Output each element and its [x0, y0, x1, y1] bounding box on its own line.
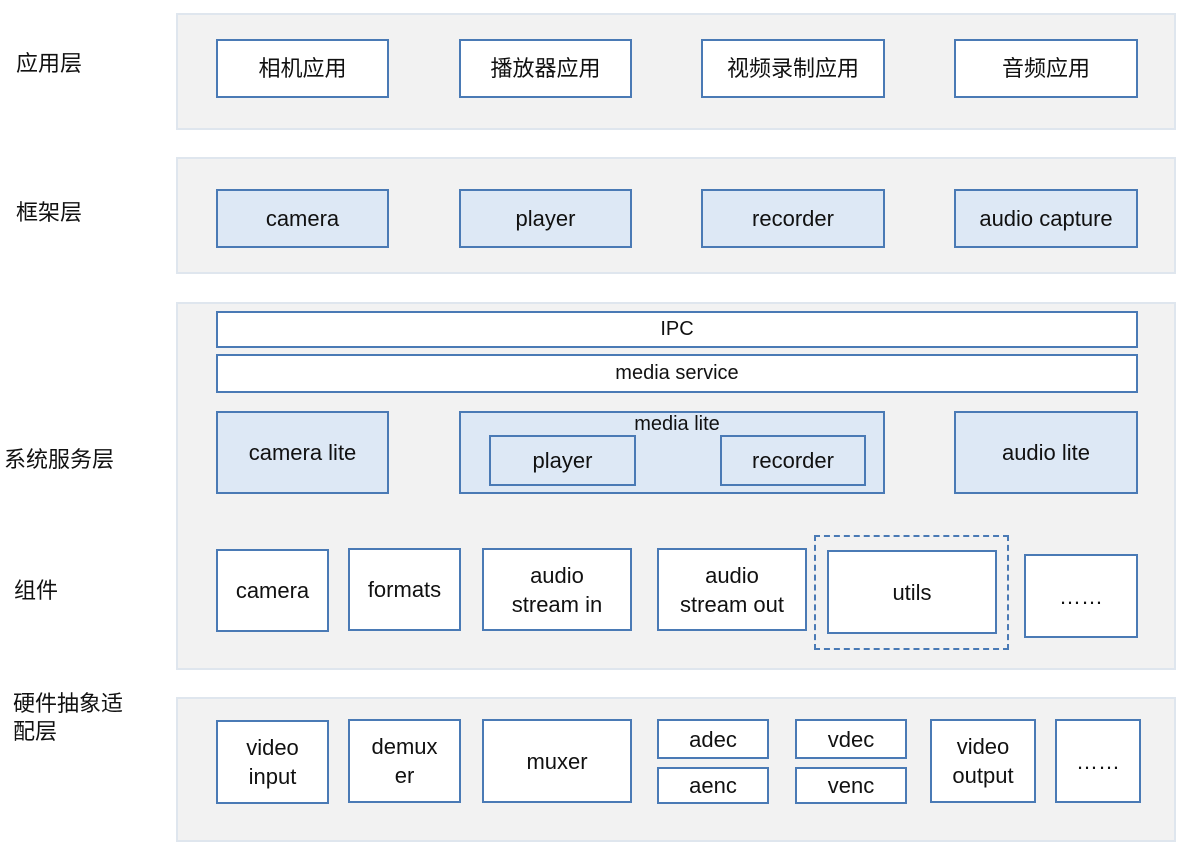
hal-muxer-box: muxer: [482, 719, 632, 803]
hal-adec-box: adec: [657, 719, 769, 759]
component-formats-box: formats: [348, 548, 461, 631]
component-layer-label: 组件: [14, 578, 59, 603]
ipc-box: IPC: [216, 311, 1138, 348]
component-more-box: ……: [1024, 554, 1138, 638]
app-layer-label: 应用层: [16, 51, 83, 76]
media-lite-player-box: player: [489, 435, 636, 486]
utils-dashed-frame: [814, 535, 1009, 650]
hal-layer-label: 硬件抽象适配层: [13, 691, 124, 744]
media-lite-recorder-box: recorder: [720, 435, 866, 486]
player-app-box: 播放器应用: [459, 39, 632, 98]
framework-layer-label: 框架层: [16, 200, 83, 225]
framework-recorder-box: recorder: [701, 189, 885, 248]
framework-audio-capture-box: audio capture: [954, 189, 1138, 248]
framework-camera-box: camera: [216, 189, 389, 248]
media-service-box: media service: [216, 354, 1138, 393]
hal-venc-box: venc: [795, 767, 907, 804]
component-utils-box: utils: [827, 550, 997, 634]
component-audio-stream-out-box: audio stream out: [657, 548, 807, 631]
framework-player-box: player: [459, 189, 632, 248]
component-audio-stream-in-box: audio stream in: [482, 548, 632, 631]
hal-aenc-box: aenc: [657, 767, 769, 804]
hal-demuxer-box: demux er: [348, 719, 461, 803]
component-camera-box: camera: [216, 549, 329, 632]
camera-app-box: 相机应用: [216, 39, 389, 98]
camera-lite-box: camera lite: [216, 411, 389, 494]
hal-vdec-box: vdec: [795, 719, 907, 759]
hal-video-input-box: video input: [216, 720, 329, 804]
audio-app-box: 音频应用: [954, 39, 1138, 98]
video-record-app-box: 视频录制应用: [701, 39, 885, 98]
hal-more-box: ……: [1055, 719, 1141, 803]
audio-lite-box: audio lite: [954, 411, 1138, 494]
hal-video-output-box: video output: [930, 719, 1036, 803]
service-layer-label: 系统服务层: [4, 447, 115, 472]
media-lite-title: media lite: [634, 413, 720, 435]
